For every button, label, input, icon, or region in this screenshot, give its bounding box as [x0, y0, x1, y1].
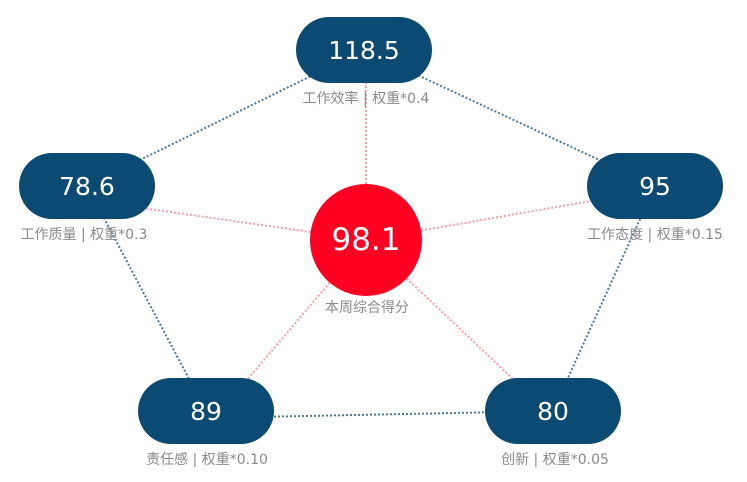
node-efficiency[interactable]: 118.5: [296, 17, 432, 83]
node-label-innovation: 创新 | 权重*0.05: [501, 452, 609, 468]
node-label-responsibility: 责任感 | 权重*0.10: [146, 452, 268, 468]
node-innovation[interactable]: 80: [485, 378, 621, 444]
node-responsibility[interactable]: 89: [138, 378, 274, 444]
node-label-quality: 工作质量 | 权重*0.3: [20, 227, 148, 243]
node-label-attitude: 工作态度 | 权重*0.15: [587, 227, 723, 243]
inner-line: [229, 239, 367, 401]
node-attitude[interactable]: 95: [587, 153, 723, 219]
node-quality[interactable]: 78.6: [19, 153, 155, 219]
inner-line: [86, 199, 367, 241]
center-label: 本周综合得分: [325, 300, 409, 316]
node-label-efficiency: 工作效率 | 权重*0.4: [302, 91, 430, 107]
outer-line: [552, 185, 656, 412]
center-score[interactable]: 98.1: [310, 184, 422, 296]
outer-line: [86, 185, 207, 412]
